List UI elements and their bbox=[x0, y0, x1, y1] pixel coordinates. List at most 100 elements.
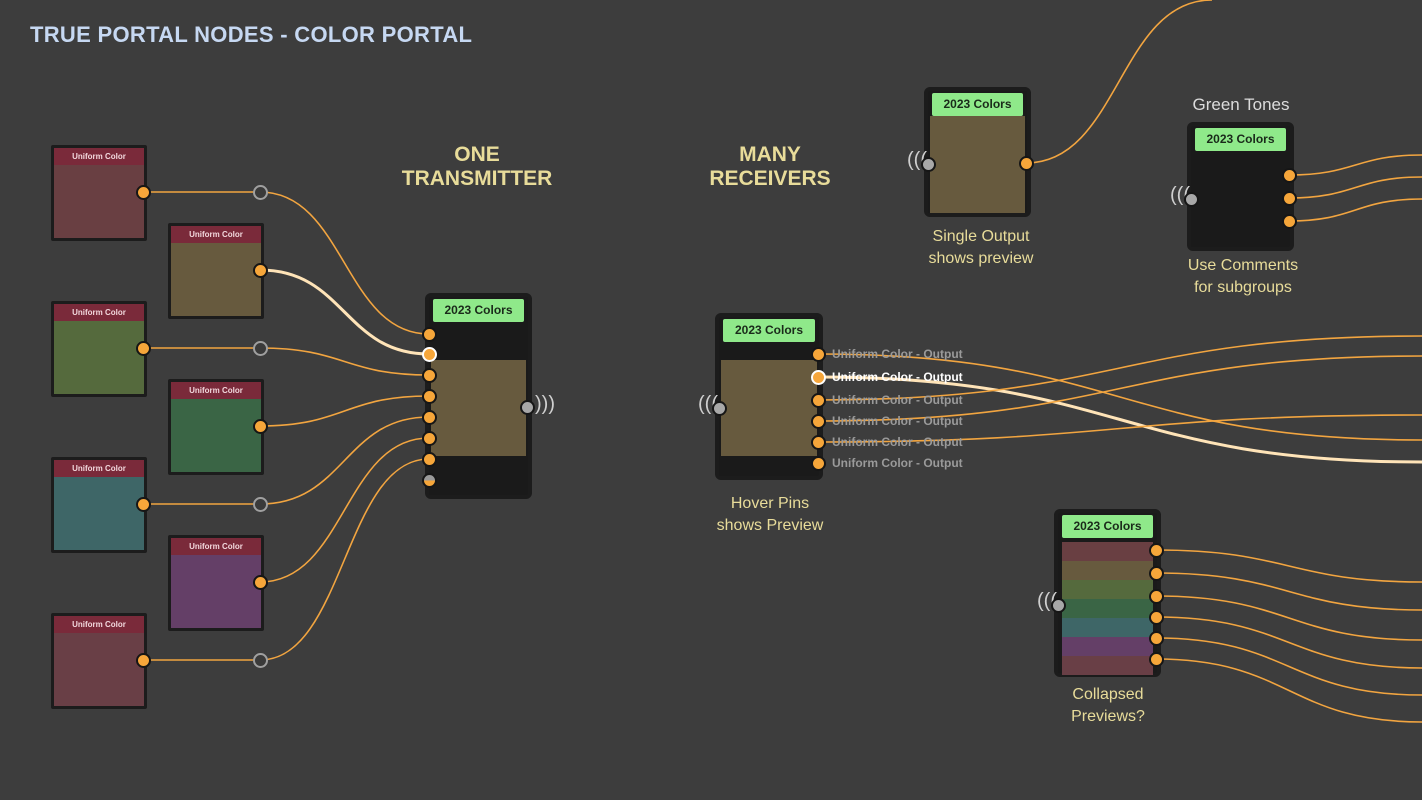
wire bbox=[1155, 637, 1422, 696]
output-pin[interactable] bbox=[1281, 213, 1297, 229]
page-title: TRUE PORTAL NODES - COLOR PORTAL bbox=[30, 22, 473, 47]
wire bbox=[1288, 154, 1422, 176]
input-pin[interactable] bbox=[421, 367, 437, 383]
wire bbox=[1155, 572, 1422, 611]
broadcast-signal-icon: ))) bbox=[535, 393, 555, 415]
uniform-color-node-3[interactable]: Uniform Color bbox=[51, 301, 147, 397]
portal-receiver-group-node[interactable]: 2023 Colors bbox=[1187, 122, 1294, 251]
reroute-dot[interactable] bbox=[252, 184, 268, 200]
wire bbox=[1155, 595, 1422, 641]
portal-receiver-collapsed-node[interactable]: 2023 Colors bbox=[1054, 509, 1161, 677]
uniform-color-node-1[interactable]: Uniform Color bbox=[51, 145, 147, 241]
output-pin[interactable] bbox=[252, 262, 268, 278]
color-preview bbox=[721, 360, 817, 456]
wire-highlighted bbox=[259, 268, 430, 356]
output-label: Uniform Color - Output bbox=[832, 456, 963, 470]
reroute-dot[interactable] bbox=[252, 652, 268, 668]
comments-annotation: Use Comments for subgroups bbox=[1187, 257, 1299, 296]
output-pin[interactable] bbox=[810, 346, 826, 362]
portal-input-pin[interactable] bbox=[920, 156, 936, 172]
output-pin[interactable] bbox=[1148, 565, 1164, 581]
wire bbox=[1155, 616, 1422, 669]
output-pin[interactable] bbox=[1148, 651, 1164, 667]
wire bbox=[817, 335, 1422, 401]
portal-receiver-multi-node[interactable]: 2023 Colors bbox=[715, 313, 823, 480]
node-header: Uniform Color bbox=[171, 226, 261, 243]
output-pin[interactable] bbox=[810, 455, 826, 471]
node-header: 2023 Colors bbox=[723, 319, 815, 342]
output-pin[interactable] bbox=[810, 392, 826, 408]
wire bbox=[259, 191, 430, 335]
uniform-color-node-2[interactable]: Uniform Color bbox=[168, 223, 264, 319]
portal-receiver-single-node[interactable]: 2023 Colors bbox=[924, 87, 1031, 217]
output-label-hovered: Uniform Color - Output bbox=[832, 370, 963, 384]
color-swatch bbox=[54, 321, 144, 394]
portal-transmitter-node[interactable]: 2023 Colors bbox=[425, 293, 532, 499]
color-swatch bbox=[54, 633, 144, 706]
reroute-dot[interactable] bbox=[252, 340, 268, 356]
node-header: 2023 Colors bbox=[1195, 128, 1286, 151]
color-stripe bbox=[1062, 561, 1153, 580]
output-pin[interactable] bbox=[810, 413, 826, 429]
wire bbox=[817, 355, 1422, 422]
color-stripe bbox=[1062, 542, 1153, 561]
color-swatch bbox=[171, 399, 261, 472]
output-label: Uniform Color - Output bbox=[832, 347, 963, 361]
output-pin[interactable] bbox=[135, 652, 151, 668]
output-pin[interactable] bbox=[1281, 190, 1297, 206]
output-pin[interactable] bbox=[1148, 609, 1164, 625]
color-stripe bbox=[1062, 599, 1153, 618]
uniform-color-node-4[interactable]: Uniform Color bbox=[168, 379, 264, 475]
input-pin[interactable] bbox=[421, 388, 437, 404]
input-pin[interactable] bbox=[421, 430, 437, 446]
portal-input-pin[interactable] bbox=[1050, 597, 1066, 613]
output-pin[interactable] bbox=[135, 184, 151, 200]
output-pin[interactable] bbox=[1018, 155, 1034, 171]
output-pin[interactable] bbox=[135, 496, 151, 512]
wire bbox=[259, 458, 430, 661]
color-stripe bbox=[1062, 618, 1153, 637]
output-pin-hovered[interactable] bbox=[810, 369, 826, 385]
input-pin[interactable] bbox=[421, 451, 437, 467]
input-pin-hovered[interactable] bbox=[421, 346, 437, 362]
wire bbox=[259, 347, 430, 376]
output-label: Uniform Color - Output bbox=[832, 435, 963, 449]
uniform-color-node-7[interactable]: Uniform Color bbox=[51, 613, 147, 709]
input-pin[interactable] bbox=[421, 326, 437, 342]
reroute-dot[interactable] bbox=[252, 496, 268, 512]
wire bbox=[259, 437, 430, 583]
node-header: Uniform Color bbox=[171, 538, 261, 555]
receivers-annotation: MANY RECEIVERS bbox=[709, 143, 831, 190]
output-pin[interactable] bbox=[252, 418, 268, 434]
single-output-annotation: Single Output shows preview bbox=[928, 228, 1034, 267]
color-swatch bbox=[54, 165, 144, 238]
node-header: Uniform Color bbox=[54, 148, 144, 165]
hover-pins-annotation: Hover Pins shows Preview bbox=[716, 495, 824, 534]
collapsed-annotation: Collapsed Previews? bbox=[1071, 686, 1145, 725]
output-pin[interactable] bbox=[135, 340, 151, 356]
node-header: 2023 Colors bbox=[433, 299, 524, 322]
input-pin-empty[interactable] bbox=[421, 472, 437, 488]
input-pin[interactable] bbox=[421, 409, 437, 425]
node-header: Uniform Color bbox=[54, 616, 144, 633]
output-pin[interactable] bbox=[252, 574, 268, 590]
color-stripe bbox=[1062, 637, 1153, 656]
color-stripe bbox=[1062, 656, 1153, 675]
portal-input-pin[interactable] bbox=[1183, 191, 1199, 207]
uniform-color-node-6[interactable]: Uniform Color bbox=[168, 535, 264, 631]
transmitter-annotation: ONE TRANSMITTER bbox=[401, 143, 553, 190]
wire bbox=[259, 416, 430, 505]
output-pin[interactable] bbox=[1281, 167, 1297, 183]
wire bbox=[1025, 0, 1213, 164]
uniform-color-node-5[interactable]: Uniform Color bbox=[51, 457, 147, 553]
color-preview bbox=[930, 116, 1025, 213]
output-pin[interactable] bbox=[810, 434, 826, 450]
color-swatch bbox=[171, 243, 261, 316]
group-comment-title: Green Tones bbox=[1192, 95, 1290, 114]
color-stripe bbox=[1062, 580, 1153, 599]
output-pin[interactable] bbox=[1148, 588, 1164, 604]
portal-input-pin[interactable] bbox=[711, 400, 727, 416]
output-pin[interactable] bbox=[1148, 542, 1164, 558]
portal-output-pin[interactable] bbox=[519, 399, 535, 415]
output-pin[interactable] bbox=[1148, 630, 1164, 646]
